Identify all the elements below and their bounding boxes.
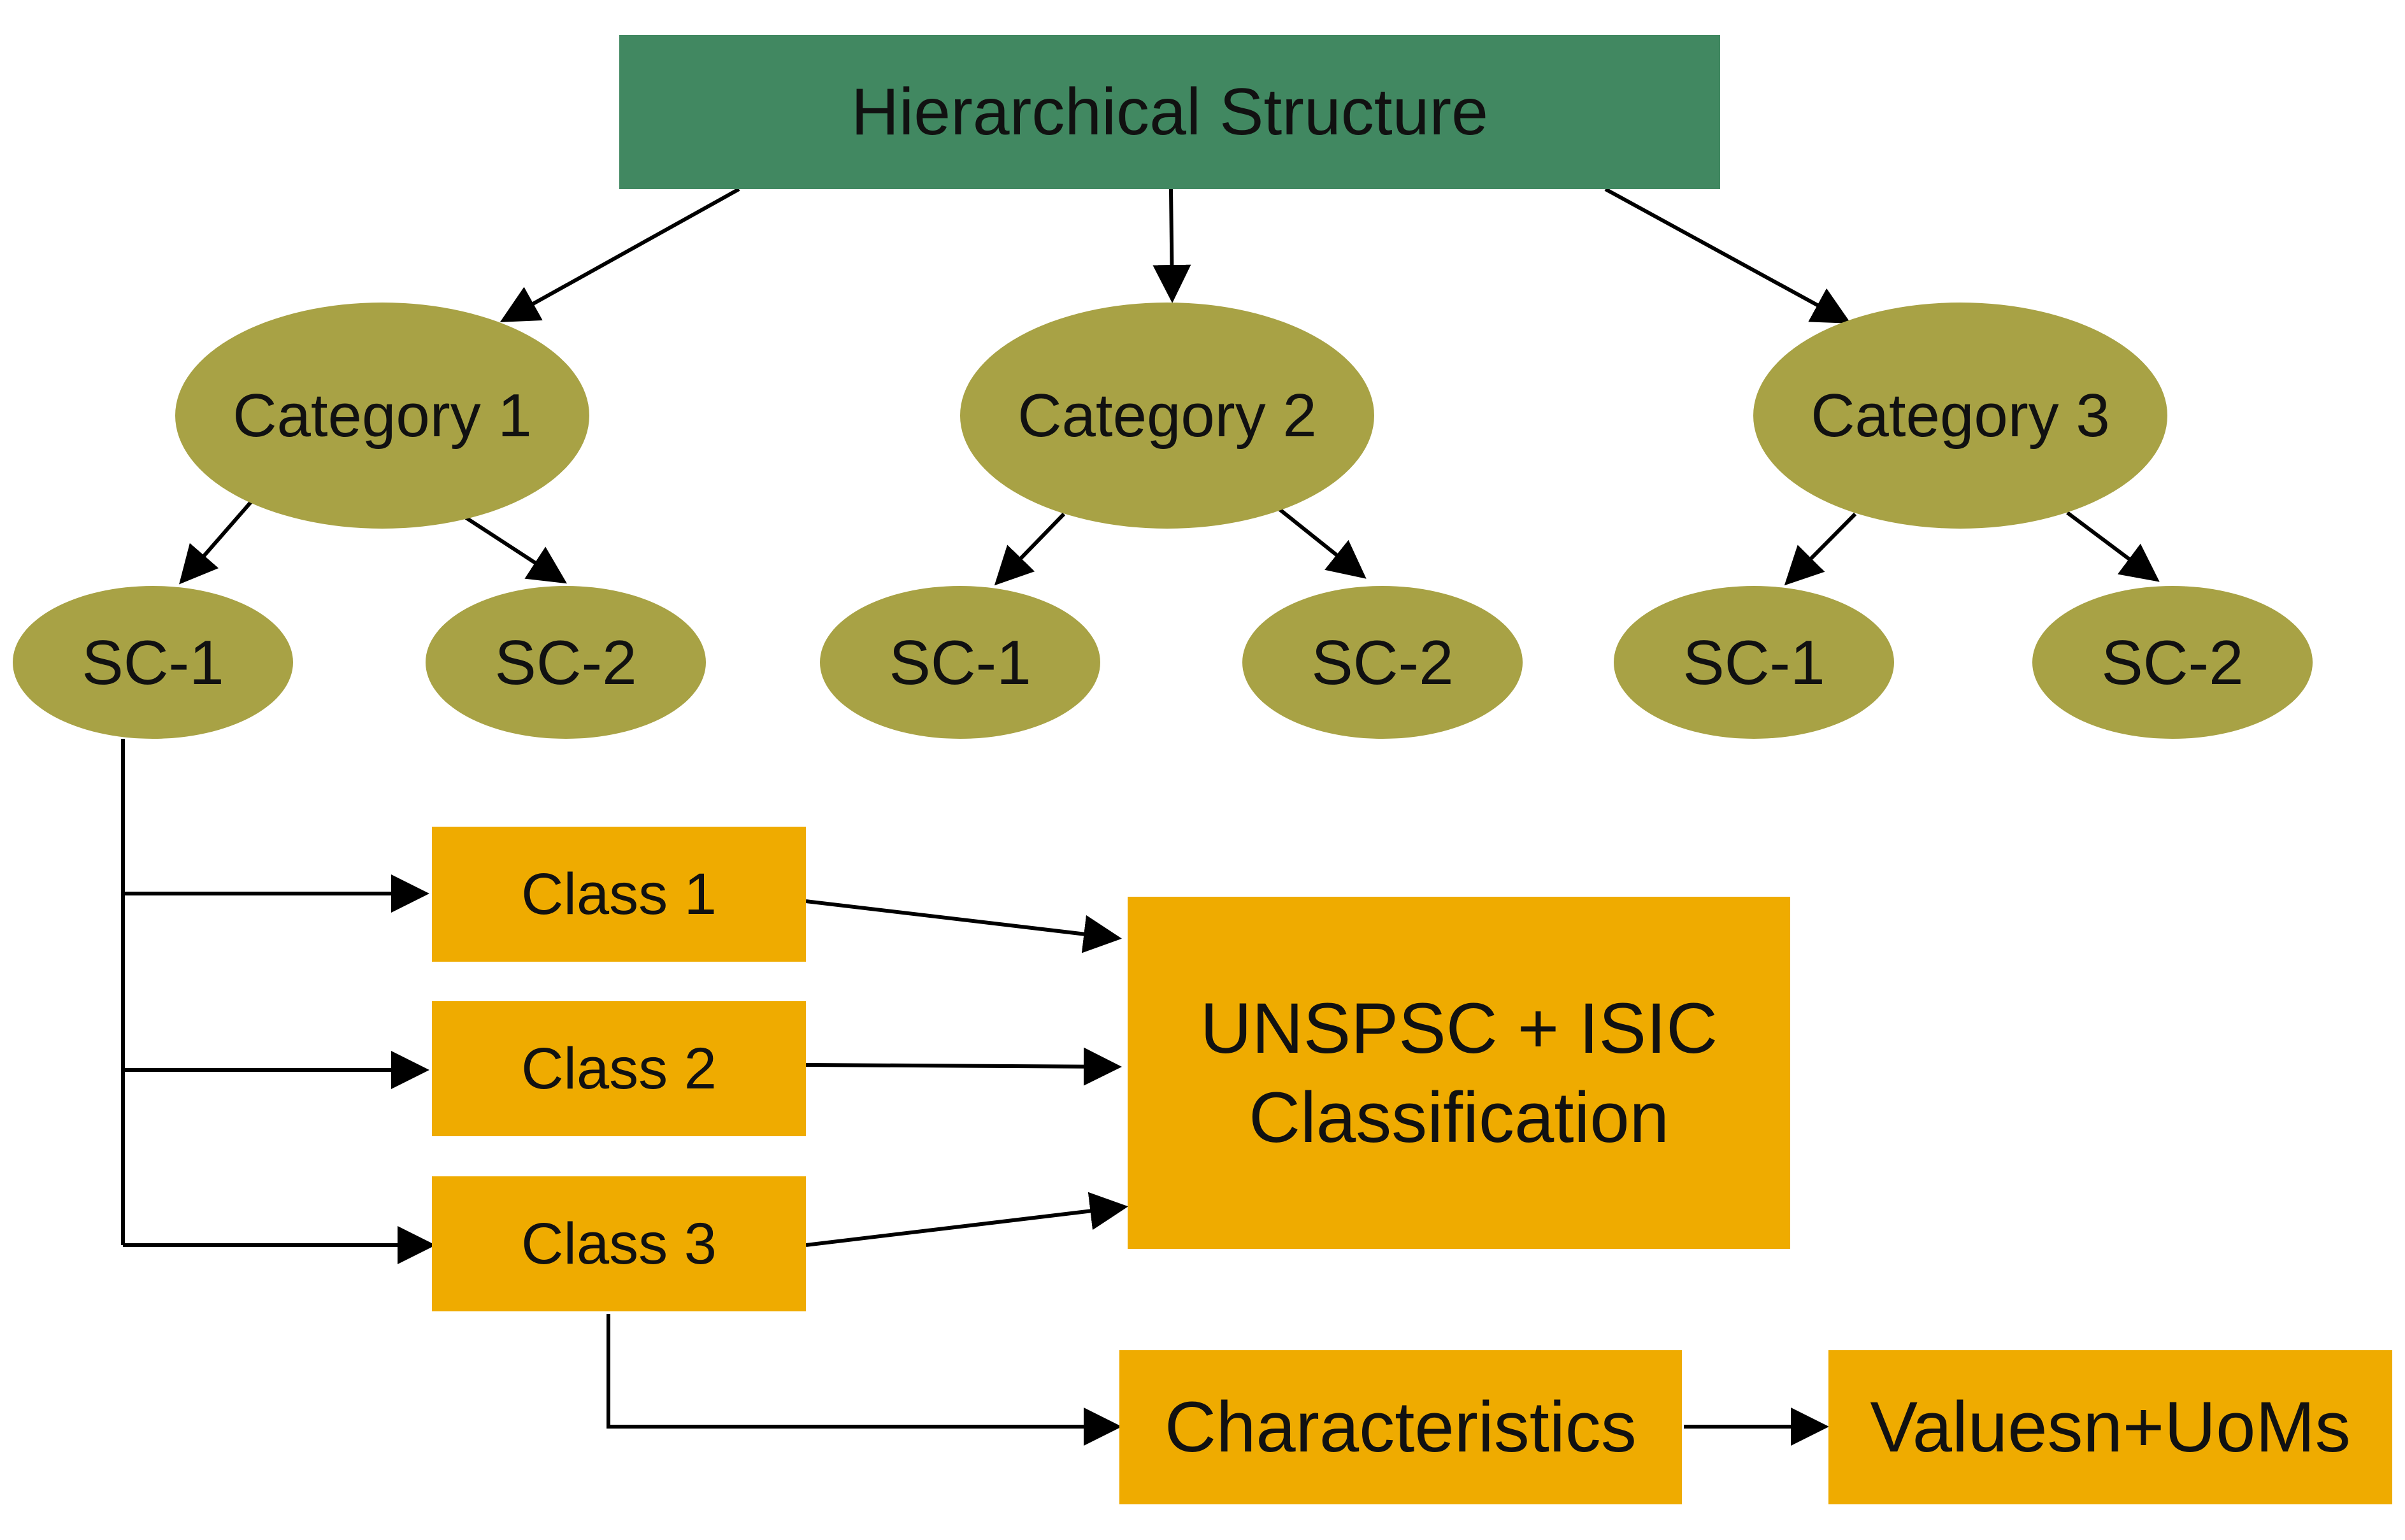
category-1-sc-2-label: SC-2	[494, 627, 637, 697]
edge-class-3-classification	[805, 1192, 1128, 1247]
class-2-node: Class 2	[432, 1001, 806, 1136]
category-2-node: Category 2	[960, 303, 1374, 529]
edge-class-3-characteristics	[607, 1314, 1122, 1446]
class-3-label: Class 3	[521, 1211, 717, 1276]
characteristics-label: Characteristics	[1165, 1387, 1637, 1467]
category-2-sc-2-label: SC-2	[1311, 627, 1454, 697]
classification-node: UNSPSC + ISIC Classification	[1128, 897, 1790, 1249]
category-3-sc-2-node: SC-2	[2032, 586, 2313, 739]
category-1-sc-1-label: SC-1	[82, 627, 224, 697]
classification-line-2: Classification	[1249, 1077, 1669, 1157]
class-2-label: Class 2	[521, 1036, 717, 1101]
edge-cat3-sc1	[1784, 512, 1857, 586]
edge-root-category-3	[1604, 187, 1851, 324]
root-label: Hierarchical Structure	[851, 75, 1488, 149]
category-3-label: Category 3	[1811, 381, 2110, 450]
edge-class-1-classification	[805, 899, 1122, 953]
category-2-sc-2-node: SC-2	[1242, 586, 1523, 739]
class-1-node: Class 1	[432, 827, 806, 962]
category-3-sc-1-label: SC-1	[1683, 627, 1825, 697]
edge-root-category-2	[1152, 189, 1191, 303]
class-1-label: Class 1	[521, 861, 717, 927]
characteristics-node: Characteristics	[1119, 1350, 1682, 1504]
category-1-sc-1-node: SC-1	[13, 586, 293, 739]
values-node: Valuesn+UoMs	[1828, 1350, 2392, 1504]
edge-cat2-sc1	[994, 512, 1066, 586]
values-label: Valuesn+UoMs	[1870, 1387, 2351, 1467]
root-node: Hierarchical Structure	[619, 35, 1720, 189]
category-2-sc-1-node: SC-1	[820, 586, 1100, 739]
category-3-node: Category 3	[1753, 303, 2167, 529]
edge-class-2-classification	[805, 1047, 1122, 1086]
category-3-sc-1-node: SC-1	[1614, 586, 1894, 739]
category-2-sc-1-label: SC-1	[889, 627, 1031, 697]
class-3-node: Class 3	[432, 1176, 806, 1311]
category-1-node: Category 1	[175, 303, 589, 529]
edge-cat1-sc2	[464, 515, 568, 584]
edge-cat1-sc1	[179, 500, 254, 585]
category-2-label: Category 2	[1017, 381, 1317, 450]
edge-cat3-sc2	[2066, 511, 2160, 582]
category-1-sc-2-node: SC-2	[426, 586, 706, 739]
classification-line-1: UNSPSC + ISIC	[1200, 988, 1718, 1068]
edge-root-category-1	[499, 187, 740, 322]
category-1-label: Category 1	[233, 381, 532, 450]
category-3-sc-2-label: SC-2	[2101, 627, 2244, 697]
edge-cat2-sc2	[1276, 506, 1367, 579]
